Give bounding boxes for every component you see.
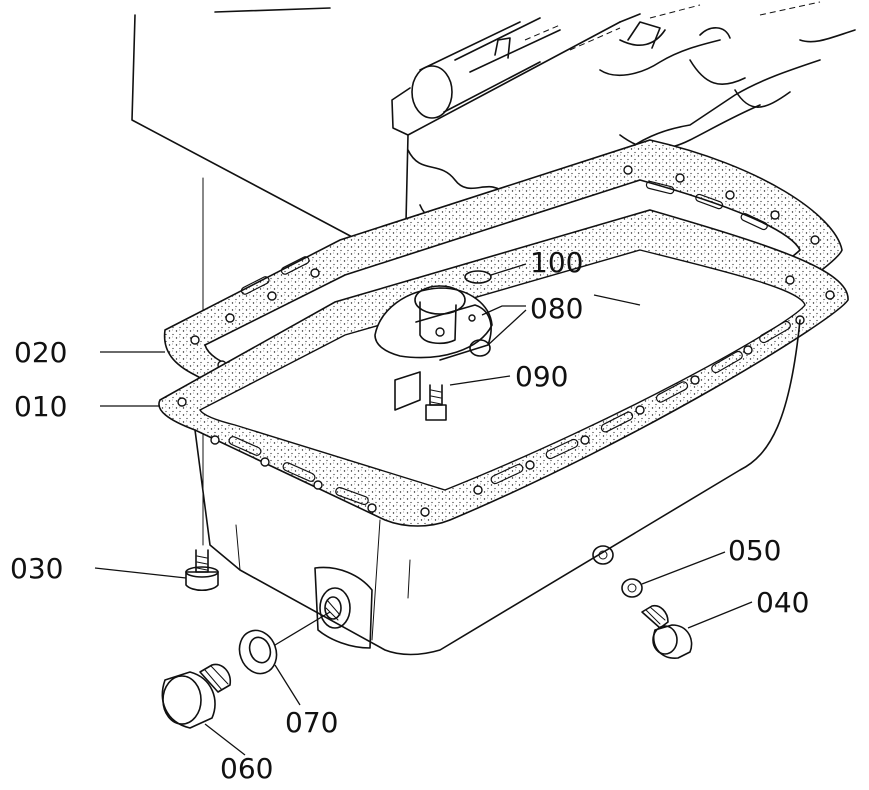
washer-050	[592, 545, 643, 598]
callout-070: 070	[285, 706, 338, 739]
callout-010: 010	[14, 390, 67, 423]
callout-060: 060	[220, 752, 273, 785]
callout-100: 100	[530, 246, 583, 279]
callout-020: 020	[14, 336, 67, 369]
callout-090: 090	[515, 360, 568, 393]
oil-pan-010	[158, 209, 849, 656]
callout-050: 050	[728, 534, 781, 567]
plug-040	[641, 604, 693, 659]
gasket-slots	[240, 180, 768, 295]
callout-030: 030	[10, 552, 63, 585]
bolt-090	[425, 384, 447, 421]
bolt-030	[185, 549, 219, 592]
callout-040: 040	[756, 586, 809, 619]
drain-plug-060	[161, 663, 232, 729]
gasket-070	[238, 629, 278, 675]
callout-labels: 100 080 020 090 010 030 050 040 070 060	[10, 246, 809, 785]
pan-flange-slots	[228, 320, 791, 506]
pan-flange-holes	[177, 275, 835, 517]
o-ring-100	[464, 270, 492, 284]
callout-080: 080	[530, 292, 583, 325]
oil-strainer-080	[374, 285, 493, 411]
leader-lines	[94, 263, 753, 756]
